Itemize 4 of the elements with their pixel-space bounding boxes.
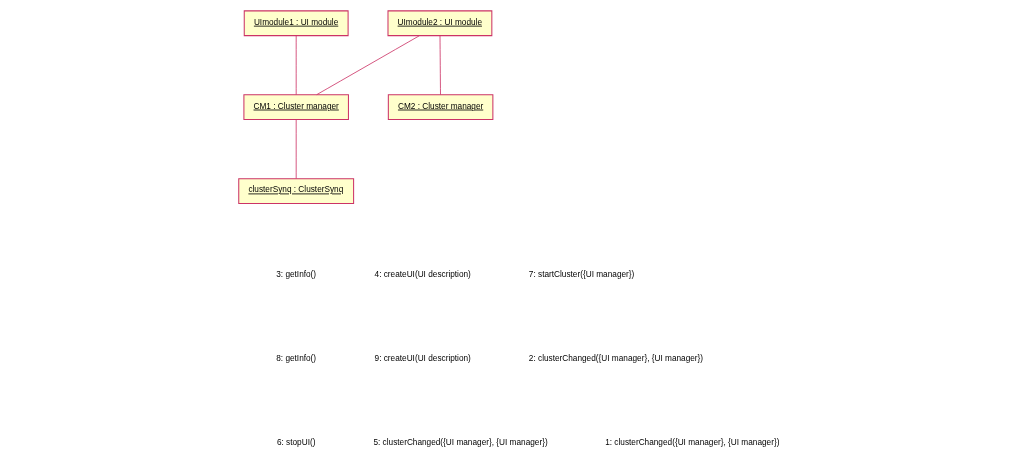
connector — [295, 119, 297, 179]
connector — [315, 35, 420, 96]
connector — [295, 35, 297, 96]
connector — [439, 35, 441, 96]
